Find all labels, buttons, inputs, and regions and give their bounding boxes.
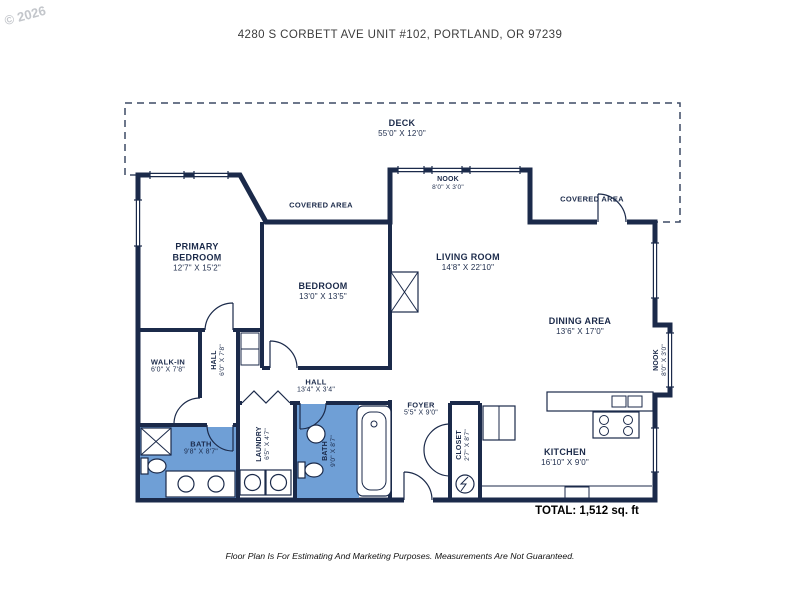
room-name: DECK [388,117,416,128]
room-label-dining-area: DINING AREA 13'6" X 17'0" [549,316,611,336]
double-vanity [165,470,236,498]
room-label-closet: CLOSET 2'7" X 8'7" [456,429,472,461]
room-label-primary-bedroom: PRIMARY BEDROOM 12'7" X 15'2" [153,241,241,272]
room-name: FOYER [407,400,435,410]
room-label-covered-area-right: COVERED AREA [560,195,624,204]
room-dims: 13'4" X 3'4" [296,386,336,394]
room-name: HALL [210,350,218,370]
room-label-walk-in: WALK-IN 6'0" X 7'8" [151,357,185,374]
room-dims: 14'8" X 22'10" [441,262,495,272]
room-label-deck: DECK 55'0" X 12'0" [378,118,426,138]
room-dims: 12'7" X 15'2" [173,263,221,272]
room-name: NOOK [652,349,660,371]
disclaimer: Floor Plan Is For Estimating And Marketi… [225,551,575,561]
toilet [140,457,167,475]
room-dims: 6'5" X 4'7" [264,428,272,460]
room-label-foyer: FOYER 5'5" X 9'0" [404,400,438,417]
room-label-primary-bath: BATH 9'8" X 8'7" [184,439,218,456]
room-dims: 13'0" X 13'5" [299,291,347,301]
room-name: LAUNDRY [255,426,263,462]
room-label-laundry: LAUNDRY 6'5" X 4'7" [256,426,272,461]
room-dims: 9'8" X 8'7" [184,448,218,456]
room-label-kitchen: KITCHEN 16'10" X 9'0" [541,447,589,467]
room-name: LIVING ROOM [436,251,500,262]
room-name: BATH [321,441,329,461]
room-name: KITCHEN [543,446,587,457]
room-label-covered-area-left: COVERED AREA [289,201,353,210]
toilet [297,461,324,479]
room-name: PRIMARY BEDROOM [172,241,222,263]
room-label-hall: HALL 13'4" X 3'4" [297,377,335,394]
doors [173,193,627,501]
exterior-door-gaps [404,216,627,506]
hall-closet [240,332,260,366]
room-name: HALL [305,377,327,387]
room-dims: 5'5" X 9'0" [404,409,438,417]
room-name: COVERED AREA [289,200,353,210]
room-dims: 8'0" X 3'0" [432,184,464,192]
room-name: BEDROOM [298,280,348,291]
room-dims: 6'0" X 7'8" [219,344,227,376]
room-name: CLOSET [455,430,463,460]
second-bath-floor [297,404,359,498]
room-dims: 9'0" X 8'7" [330,435,338,467]
room-label-bedroom: BEDROOM 13'0" X 13'5" [298,281,347,301]
bathtub [356,405,392,497]
room-dims: 8'0" X 3'0" [661,344,669,376]
stove [592,411,640,439]
fixtures [140,271,654,499]
room-dims: 13'6" X 17'0" [556,326,604,336]
room-name: NOOK [437,175,459,183]
deck-outline [124,102,681,223]
room-label-second-bath: BATH 9'0" X 8'7" [322,435,338,467]
room-name: DINING AREA [548,315,612,326]
room-label-nook-top: NOOK 8'0" X 3'0" [432,176,464,192]
room-label-hall-vertical: HALL 6'0" X 7'8" [211,344,227,376]
water-heater [455,474,475,494]
sink [306,424,326,444]
room-name: COVERED AREA [560,194,624,204]
refrigerator [482,405,516,441]
room-name: WALK-IN [150,357,186,367]
room-dims: 55'0" X 12'0" [378,128,426,138]
kitchen-island [546,391,654,412]
room-name: BATH [190,439,212,449]
room-dims: 2'7" X 8'7" [464,429,472,461]
room-dims: 16'10" X 9'0" [541,457,589,467]
total-area: TOTAL: 1,512 sq. ft [535,505,639,517]
kitchen-counter [482,485,652,499]
room-dims: 6'0" X 7'8" [151,366,185,374]
room-label-living-room: LIVING ROOM 14'8" X 22'10" [436,252,500,272]
shower [140,427,172,456]
page-title: 4280 S CORBETT AVE UNIT #102, PORTLAND, … [237,29,563,41]
windows [134,166,674,473]
fireplace [390,271,419,313]
room-label-nook-right: NOOK 8'0" X 3'0" [653,344,669,376]
washer-dryer [239,469,292,496]
